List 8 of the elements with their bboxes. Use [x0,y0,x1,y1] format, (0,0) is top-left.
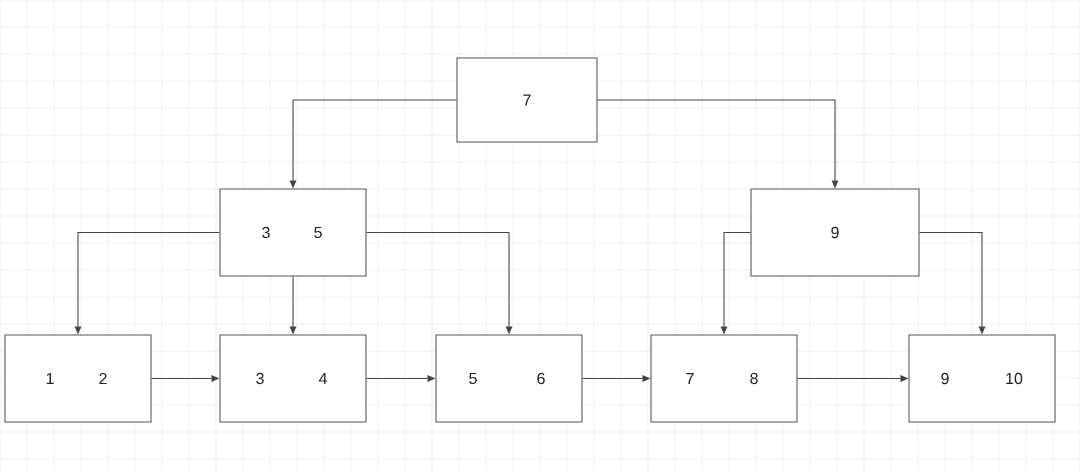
tree-node-box: 7 8 [650,334,798,423]
tree-node-box: 7 [456,57,598,143]
tree-node-box: 3 4 [219,334,367,423]
tree-node-box: 1 2 [4,334,152,423]
tree-node-box: 9 [750,188,920,277]
tree-node-box: 3 5 [219,188,367,277]
tree-node-box: 5 6 [435,334,583,423]
tree-node-box: 9 10 [908,334,1056,423]
